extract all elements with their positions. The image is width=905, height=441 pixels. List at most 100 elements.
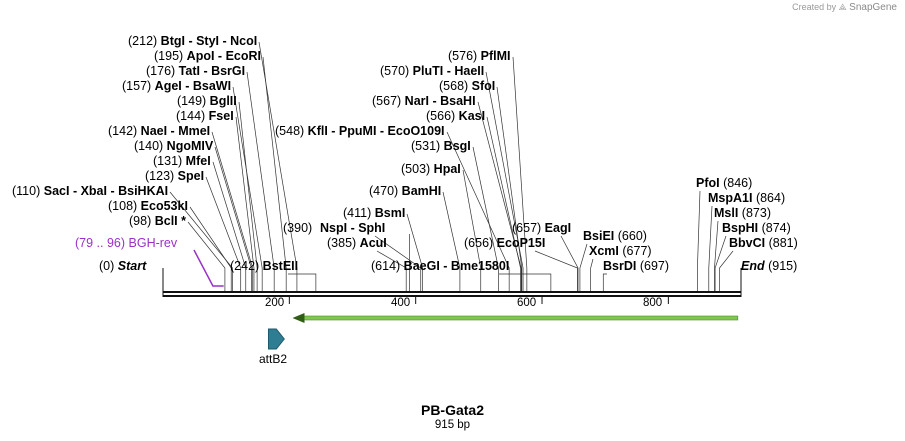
enzyme-leader-line: [714, 220, 719, 291]
enzyme-names: HpaI: [434, 162, 461, 176]
enzyme-name: FseI: [208, 109, 234, 123]
enzyme-cut-position: (144): [176, 109, 206, 123]
enzyme-names: EcoP15I: [497, 236, 546, 250]
enzyme-name: BamHI: [401, 184, 442, 198]
enzyme-cut-position: (846): [723, 176, 753, 190]
enzyme-names: BsiEI: [583, 229, 614, 243]
enzyme-names: PfoI: [696, 176, 720, 190]
enzyme-leader-line: [238, 101, 258, 291]
enzyme-names: Eco53kI: [141, 199, 188, 213]
enzyme-leader-line: [496, 86, 523, 291]
primer-name: BGH-rev: [128, 236, 178, 250]
enzyme-leader-line: [446, 131, 510, 291]
enzyme-name: Start: [117, 259, 147, 273]
enzyme-name: AcuI: [359, 236, 387, 250]
enzyme-site-label: (390): [283, 221, 312, 236]
enzyme-name: XbaI: [80, 184, 107, 198]
enzyme-cut-position: (176): [146, 64, 176, 78]
enzyme-site-label: NspI - SphI: [320, 221, 385, 236]
enzyme-cut-position: (566): [426, 109, 456, 123]
enzyme-names: ApoI - EcoRI: [187, 49, 261, 63]
enzyme-site-label: BbvCI (881): [729, 236, 798, 251]
primer-label-bgh-rev: (79 .. 96) BGH-rev: [75, 236, 177, 250]
enzyme-separator: -: [106, 184, 119, 198]
enzyme-cut-position: (657): [512, 221, 542, 235]
snapgene-logo-icon: ⟁: [838, 2, 847, 12]
enzyme-separator: -: [327, 124, 339, 138]
enzyme-name: BtgI: [160, 34, 185, 48]
enzyme-names: AgeI - BsaWI: [155, 79, 231, 93]
enzyme-site-label: (123) SpeI: [145, 169, 204, 184]
enzyme-name: BsgI: [443, 139, 471, 153]
enzyme-cut-position: (548): [275, 124, 305, 138]
sequence-length: 915 bp: [434, 419, 471, 431]
enzyme-separator: -: [167, 124, 179, 138]
enzyme-name: BglII: [209, 94, 237, 108]
enzyme-cut-position: (131): [153, 154, 183, 168]
enzyme-name: PluTI: [412, 64, 444, 78]
enzyme-separator: -: [443, 64, 455, 78]
enzyme-names: NarI - BsaHI: [405, 94, 476, 108]
enzyme-leader-line: [205, 176, 242, 291]
enzyme-name: BsaHI: [440, 94, 476, 108]
enzyme-site-label: (149) BglII: [177, 94, 237, 109]
enzyme-separator: -: [199, 64, 212, 78]
enzyme-cut-position: (212): [128, 34, 158, 48]
enzyme-site-label: (140) NgoMIV: [134, 139, 213, 154]
enzyme-leader-line: [374, 235, 422, 291]
enzyme-name: ApoI: [186, 49, 215, 63]
enzyme-leader-line: [602, 273, 607, 291]
credit-brand: SnapGene: [849, 2, 897, 13]
enzyme-name: EagI: [544, 221, 572, 235]
enzyme-names: Start: [118, 259, 146, 273]
enzyme-site-label: (212) BtgI - StyI - NcoI: [128, 34, 257, 49]
enzyme-name: SpeI: [177, 169, 205, 183]
enzyme-cut-position: (881): [768, 236, 798, 250]
enzyme-name: BspHI: [722, 221, 759, 235]
enzyme-site-label: (242) BstEII: [230, 259, 298, 274]
enzyme-leader-line: [442, 191, 461, 291]
sequence-name: PB-Gata2: [420, 402, 485, 418]
credit-prefix: Created by: [792, 2, 837, 12]
enzyme-names: TatI - BsrGI: [179, 64, 245, 78]
enzyme-name: SfoI: [471, 79, 496, 93]
enzyme-separator: -: [184, 34, 197, 48]
enzyme-site-label: (411) BsmI: [343, 206, 405, 221]
enzyme-names: PluTI - HaeII: [413, 64, 485, 78]
enzyme-cut-position: (864): [755, 191, 786, 205]
enzyme-cut-position: (656): [464, 236, 494, 250]
tick-label-200: 200: [265, 297, 285, 309]
enzyme-separator: -: [214, 49, 226, 63]
enzyme-leader-line: [232, 86, 263, 291]
tick-label-600: 600: [517, 297, 537, 309]
enzyme-site-label: (108) Eco53kI: [108, 199, 188, 214]
enzyme-names: BsrDI: [603, 259, 636, 273]
enzyme-name: NaeI: [140, 124, 168, 138]
enzyme-name: MmeI: [178, 124, 211, 138]
enzyme-leader-line: [211, 131, 254, 291]
enzyme-leader-line: [187, 221, 226, 291]
enzyme-cut-position: (570): [380, 64, 410, 78]
enzyme-name: Bme1580I: [450, 259, 510, 273]
enzyme-cut-position: (915): [768, 259, 798, 273]
enzyme-name: Eco53kI: [140, 199, 188, 213]
enzyme-cut-position: (660): [617, 229, 647, 243]
enzyme-name: NarI: [404, 94, 429, 108]
enzyme-name: BclI *: [154, 214, 186, 228]
primer-bgh-rev-mark: [193, 249, 224, 287]
enzyme-name: BbvCI: [729, 236, 766, 250]
enzyme-leader-line: [258, 41, 298, 291]
reverse-primer-arrowhead: [292, 313, 305, 323]
tick-label-800: 800: [643, 297, 663, 309]
enzyme-cut-position: (98): [129, 214, 152, 228]
enzyme-name: HaeII: [454, 64, 485, 78]
enzyme-name: SphI: [358, 221, 386, 235]
enzyme-names: BtgI - StyI - NcoI: [161, 34, 258, 48]
enzyme-leader-line: [472, 146, 499, 291]
enzyme-site-label: (614) BaeGI - Bme1580I: [371, 259, 509, 274]
enzyme-separator: -: [219, 34, 231, 48]
enzyme-leader-line: [486, 116, 521, 291]
enzyme-cut-position: (0): [99, 259, 115, 273]
enzyme-site-label: (531) BsgI: [411, 139, 471, 154]
